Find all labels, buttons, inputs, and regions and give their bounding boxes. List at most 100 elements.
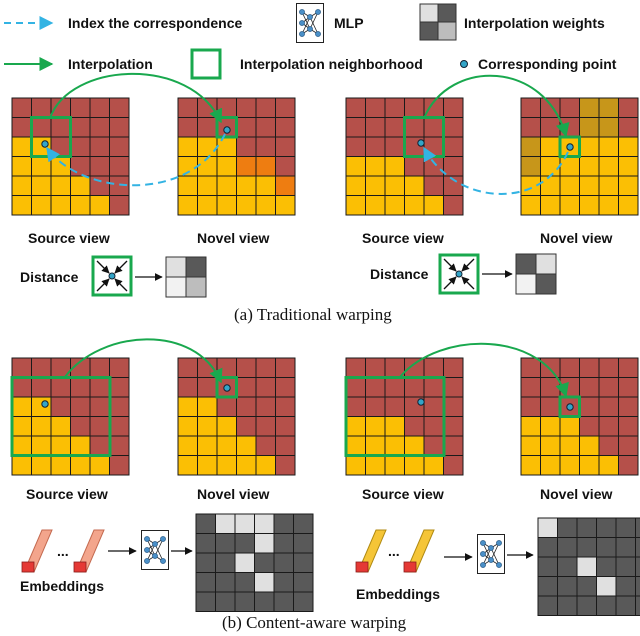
grid-cell xyxy=(255,117,276,138)
grid-cell xyxy=(109,416,130,437)
grid-cell xyxy=(109,377,130,398)
grid-cell xyxy=(576,595,597,616)
grid-cell xyxy=(365,117,386,138)
grid-cell xyxy=(197,195,218,216)
grid-cell xyxy=(384,117,405,138)
grid-cell xyxy=(579,396,600,417)
grid-cell xyxy=(70,377,91,398)
grid-a-right-source xyxy=(345,97,464,216)
corresponding-point xyxy=(223,126,231,134)
grid-cell xyxy=(598,435,619,456)
grid-cell xyxy=(11,357,32,378)
distance-arrow xyxy=(443,258,457,272)
grid-cell xyxy=(365,97,386,118)
grid-cell xyxy=(618,195,639,216)
grid-cell xyxy=(50,195,71,216)
weights-matrix-icon xyxy=(165,256,207,298)
grid-cell xyxy=(11,175,32,196)
grid-cell xyxy=(618,156,639,177)
grid-cell xyxy=(11,416,32,437)
distance-arrow xyxy=(96,260,110,274)
source-view-label: Source view xyxy=(362,486,444,502)
grid-cell xyxy=(216,136,237,157)
grid-cell xyxy=(520,117,541,138)
grid-cell xyxy=(384,455,405,476)
mlp-legend-label: MLP xyxy=(334,15,364,31)
mlp-legend-icon xyxy=(296,3,324,43)
grid-cell xyxy=(177,117,198,138)
grid-cell xyxy=(557,576,578,597)
grid-cell xyxy=(540,455,561,476)
grid-cell xyxy=(275,416,296,437)
grid-cell xyxy=(540,377,561,398)
distance-arrow xyxy=(114,278,128,292)
grid-cell xyxy=(596,576,617,597)
grid-cell xyxy=(423,435,444,456)
grid-cell xyxy=(598,156,619,177)
embeddings-icon xyxy=(21,529,105,573)
grid-cell xyxy=(579,117,600,138)
grid-cell xyxy=(255,136,276,157)
grid-cell xyxy=(234,533,255,554)
grid-cell xyxy=(520,416,541,437)
grid-cell xyxy=(275,195,296,216)
distance-arrow xyxy=(114,260,128,274)
grid-cell xyxy=(404,195,425,216)
grid-cell xyxy=(11,455,32,476)
grid-cell xyxy=(598,117,619,138)
grid-cell xyxy=(89,136,110,157)
grid-cell xyxy=(89,117,110,138)
grid-cell xyxy=(579,136,600,157)
grid-cell xyxy=(423,455,444,476)
grid-cell xyxy=(216,396,237,417)
grid-cell xyxy=(598,195,619,216)
distance-label: Distance xyxy=(20,269,79,285)
grid-a-left-source xyxy=(11,97,130,216)
grid-cell xyxy=(275,156,296,177)
grid-cell xyxy=(195,513,216,534)
grid-cell xyxy=(109,97,130,118)
grid-cell xyxy=(236,195,257,216)
grid-cell xyxy=(345,97,366,118)
point-legend-icon xyxy=(460,60,468,68)
grid-cell xyxy=(579,175,600,196)
grid-cell xyxy=(275,435,296,456)
grid-cell xyxy=(254,591,275,612)
weights-legend-icon xyxy=(419,3,457,41)
grid-cell xyxy=(559,175,580,196)
novel-view-label: Novel view xyxy=(540,486,612,502)
neighborhood-box xyxy=(558,135,581,158)
grid-cell xyxy=(50,435,71,456)
grid-cell xyxy=(618,377,639,398)
grid-cell xyxy=(177,435,198,456)
grid-cell xyxy=(31,175,52,196)
grid-cell xyxy=(576,576,597,597)
grid-cell xyxy=(635,556,640,577)
grid-cell xyxy=(384,175,405,196)
novel-view-label: Novel view xyxy=(197,486,269,502)
grid-cell xyxy=(89,97,110,118)
grid-cell xyxy=(70,156,91,177)
corresponding-point xyxy=(455,270,463,278)
grid-cell xyxy=(579,156,600,177)
distance-icon xyxy=(91,255,133,297)
grid-cell xyxy=(50,396,71,417)
grid-cell xyxy=(537,576,558,597)
grid-cell xyxy=(216,416,237,437)
grid-cell xyxy=(275,396,296,417)
grid-cell xyxy=(540,435,561,456)
grid-cell xyxy=(618,117,639,138)
grid-cell xyxy=(540,136,561,157)
grid-cell xyxy=(615,595,636,616)
grid-cell xyxy=(70,396,91,417)
grid-cell xyxy=(615,517,636,538)
neighborhood-box xyxy=(10,376,112,457)
grid-cell xyxy=(254,572,275,593)
grid-cell xyxy=(216,175,237,196)
panel-a: Source view Novel view Source view Novel… xyxy=(11,72,639,324)
grid-cell xyxy=(618,455,639,476)
neighborhood-box xyxy=(344,376,446,457)
grid-cell xyxy=(345,396,366,417)
grid-cell xyxy=(443,377,464,398)
grid-cell xyxy=(559,416,580,437)
